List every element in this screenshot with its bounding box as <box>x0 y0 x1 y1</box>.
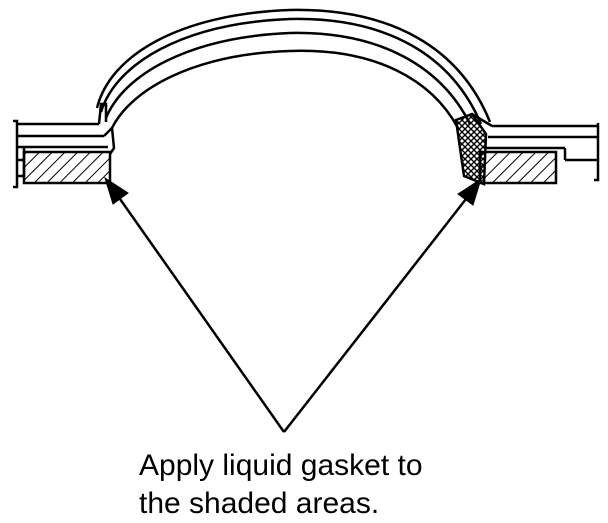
caption-line-1: Apply liquid gasket to <box>139 449 423 482</box>
diagram-caption: Apply liquid gasket to the shaded areas. <box>139 447 423 523</box>
left-arrowhead <box>104 176 129 205</box>
arrowheads <box>104 176 482 206</box>
left-dome-foot <box>97 102 116 155</box>
cover-dome <box>95 8 492 129</box>
pointer-lines <box>118 198 467 433</box>
right-shaded-area <box>478 150 558 185</box>
right-flange <box>484 123 600 182</box>
caption-line-2: the shaded areas. <box>139 487 380 520</box>
right-dome-foot <box>454 112 493 186</box>
left-shaded-area <box>22 150 112 185</box>
right-arrowhead <box>457 177 482 206</box>
